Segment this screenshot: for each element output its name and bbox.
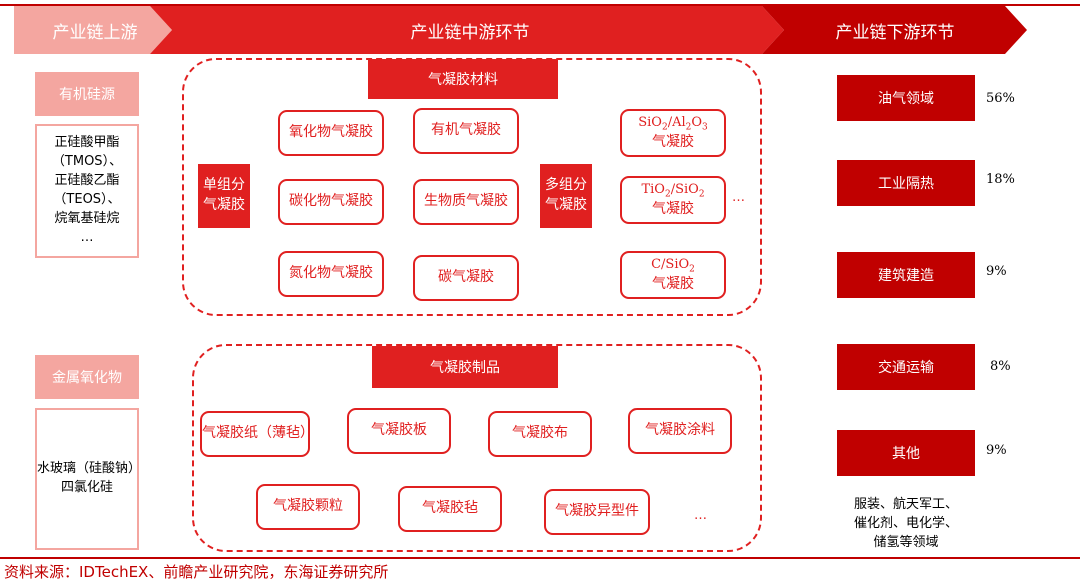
note-line: 储氢等领域 [873,534,939,550]
material-item: 氧化物气凝胶 [278,110,384,156]
product-item: 气凝胶异型件 [544,489,650,535]
composite-formula: SiO2/Al2O3 [638,114,708,133]
header-downstream: 产业链下游环节 [835,22,955,43]
downstream-item: 其他 [837,430,975,476]
composite-suffix: 气凝胶 [652,133,694,150]
product-item: 气凝胶纸（薄毡） [200,411,314,457]
downstream-share: 9% [986,443,1007,458]
downstream-item: 油气领域 [837,75,975,121]
source-note: 资料来源：IDTechEX、前瞻产业研究院，东海证券研究所 [4,563,389,581]
organic-item: （TEOS）、 [53,192,121,207]
composite-material-item: C/SiO2 气凝胶 [620,251,726,299]
product-item: 气凝胶颗粒 [256,484,360,530]
upstream-arrow-shape [14,6,172,54]
aerogel-materials-title: 气凝胶材料 [368,59,558,99]
top-rule [0,4,1080,6]
downstream-other-note: 服装、航天军工、 催化剂、电化学、 储氢等领域 [838,496,974,553]
midstream-arrow-shape [150,6,784,54]
downstream-share: 56% [986,91,1015,106]
organic-item: （TMOS）、 [51,154,123,170]
single-component-text: 单组分气凝胶 [203,177,245,213]
organic-item: 正硅酸乙酯 [54,173,120,189]
downstream-item: 交通运输 [837,344,975,390]
organic-item: … [80,229,94,245]
composite-formula: C/SiO2 [651,256,695,275]
multi-component-label: 多组分气凝胶 [540,164,592,228]
metal-item: 水玻璃（硅酸钠） [37,461,142,477]
material-item: 生物质气凝胶 [413,179,519,225]
metal-oxide-title: 金属氧化物 [35,355,139,399]
single-component-label: 单组分气凝胶 [198,164,250,228]
products-ellipsis: … [694,508,707,523]
organic-item: 正硅酸甲酯 [54,135,120,151]
note-line: 催化剂、电化学、 [853,515,958,531]
material-item: 碳气凝胶 [413,255,519,301]
material-item: 有机气凝胶 [413,108,519,154]
header-midstream: 产业链中游环节 [410,22,530,43]
organic-silicon-title: 有机硅源 [35,72,139,116]
aerogel-products-title: 气凝胶制品 [372,346,558,388]
note-line: 服装、航天军工、 [853,497,958,512]
product-item: 气凝胶板 [347,408,451,454]
composite-material-item: TiO2/SiO2 气凝胶 [620,176,726,224]
multi-component-text: 多组分气凝胶 [545,177,587,213]
organic-item: 烷氧基硅烷 [54,210,120,226]
bottom-rule [0,557,1080,559]
downstream-item: 工业隔热 [837,160,975,206]
material-item: 碳化物气凝胶 [278,179,384,225]
downstream-item: 建筑建造 [837,252,975,298]
composite-suffix: 气凝胶 [652,275,694,292]
metal-item: 四氯化硅 [60,480,113,495]
downstream-share: 9% [986,264,1007,279]
metal-oxide-list: 水玻璃（硅酸钠） 四氯化硅 [35,408,142,550]
composite-material-item: SiO2/Al2O3 气凝胶 [620,109,726,157]
downstream-arrow-shape [762,6,1027,54]
composite-suffix: 气凝胶 [652,200,694,217]
organic-silicon-list: 正硅酸甲酯 （TMOS）、 正硅酸乙酯 （TEOS）、 烷氧基硅烷 … [35,124,139,258]
downstream-share: 18% [986,172,1015,187]
product-item: 气凝胶涂料 [628,408,732,454]
material-item: 氮化物气凝胶 [278,251,384,297]
header-upstream: 产业链上游 [52,22,138,43]
product-item: 气凝胶布 [488,411,592,457]
header-arrows [14,6,1027,54]
downstream-share: 8% [990,359,1011,374]
composite-formula: TiO2/SiO2 [641,181,705,200]
materials-ellipsis: … [732,190,745,205]
product-item: 气凝胶毡 [398,486,502,532]
aerogel-products-region [192,344,762,552]
